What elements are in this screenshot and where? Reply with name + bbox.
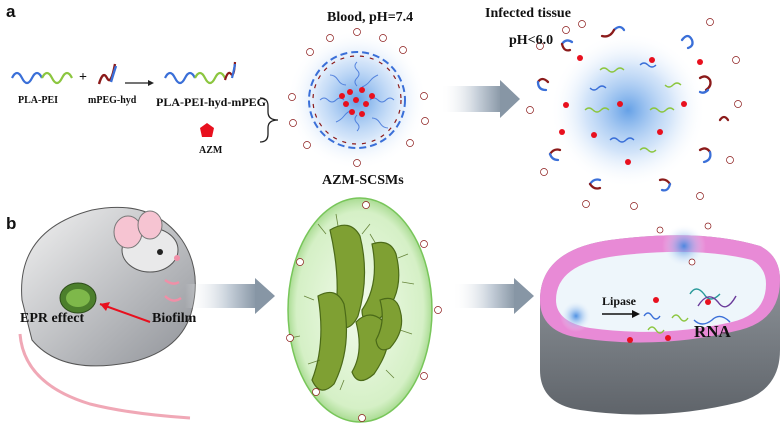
- bacterial-cell-section: [540, 222, 780, 415]
- reaction-arrow: [125, 80, 154, 86]
- mouse-illustration: [18, 206, 196, 420]
- label-pla-pei: PLA-PEI: [18, 95, 58, 106]
- transition-arrow-a: [440, 80, 520, 118]
- label-rna: RNA: [694, 322, 731, 341]
- label-ph-low: pH<6.0: [509, 33, 554, 48]
- pla-pei-chain: [11, 71, 73, 85]
- label-infected-tissue: Infected tissue: [485, 6, 571, 21]
- biofilm-pointer-arrow: [99, 302, 151, 323]
- transition-arrow-b1: [185, 278, 275, 314]
- panel-label-a: a: [6, 2, 16, 21]
- panel-label-b: b: [6, 214, 17, 233]
- pla-pei-hyd-mpeg-chain: [164, 61, 237, 85]
- label-azm-scsms: AZM-SCSMs: [322, 173, 404, 188]
- label-azm: AZM: [199, 145, 223, 156]
- label-lipase: Lipase: [602, 294, 637, 308]
- mpeg-hyd-chain: [97, 63, 118, 85]
- azm-pentagon-icon: [200, 123, 214, 137]
- micelle-infected-tissue: [526, 18, 742, 210]
- transition-arrow-b2: [452, 278, 534, 314]
- label-blood-ph: Blood, pH=7.4: [327, 10, 414, 25]
- label-epr-effect: EPR effect: [20, 311, 85, 326]
- micelle-blood: [287, 28, 429, 170]
- label-mpeg-hyd: mPEG-hyd: [88, 95, 137, 106]
- label-biofilm: Biofilm: [152, 311, 197, 326]
- label-pla-pei-hyd-mpeg: PLA-PEI-hyd-mPEG: [156, 95, 267, 109]
- label-plus: +: [79, 70, 87, 85]
- curly-brace: [259, 97, 279, 143]
- biofilm-bacteria-cluster: [286, 197, 442, 423]
